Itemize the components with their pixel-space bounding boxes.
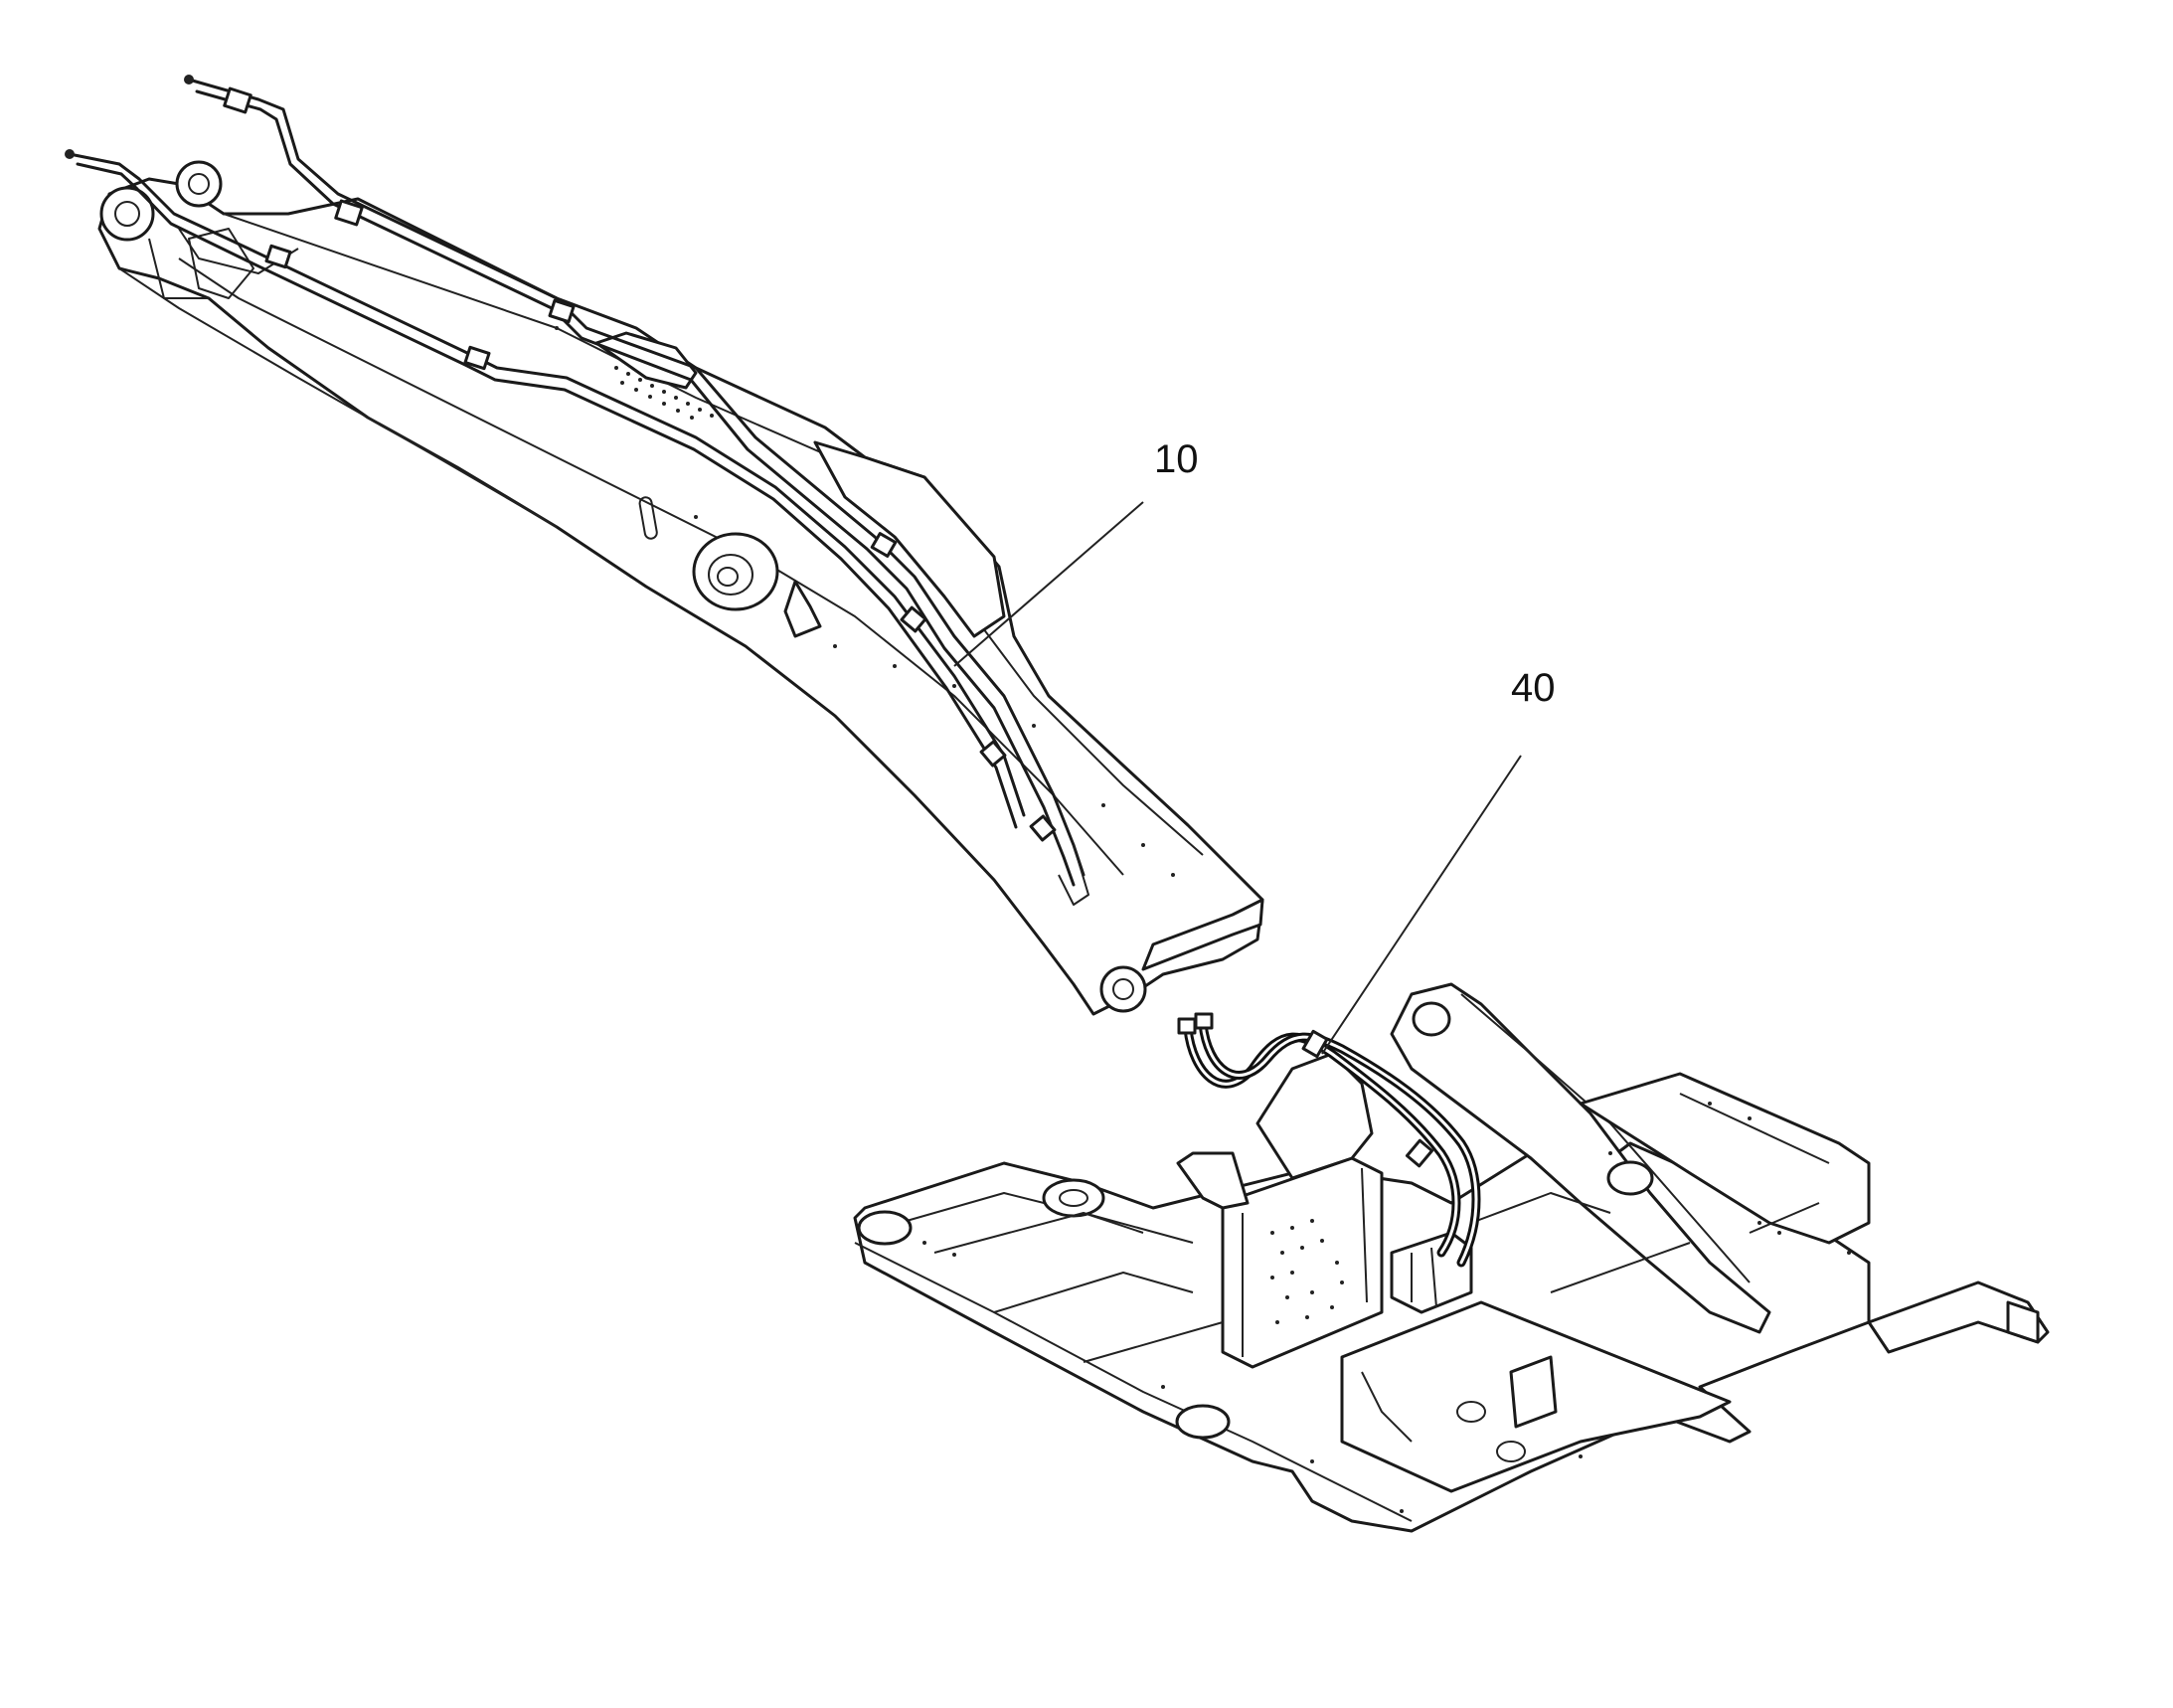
leader-lines	[953, 501, 1522, 1055]
hydraulic-hoses	[1177, 1012, 1481, 1268]
callout-label-40: 40	[1511, 666, 1556, 710]
excavator-boom	[65, 75, 1264, 1016]
upper-frame	[853, 982, 2050, 1533]
callout-label-10: 10	[1154, 437, 1199, 481]
